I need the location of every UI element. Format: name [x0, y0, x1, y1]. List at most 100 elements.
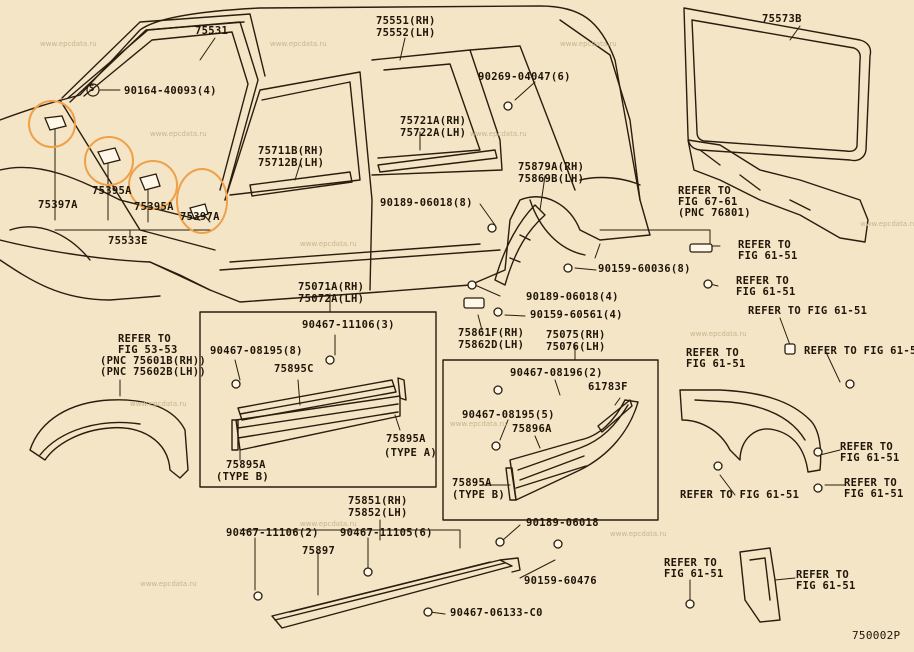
watermark: www.epcdata.ru [300, 520, 357, 528]
label-90189-06018-8: 90189-06018(8) [380, 197, 473, 209]
refer-61-51-8b: FIG 61-51 [844, 488, 904, 500]
roof-molding-75531 [61, 13, 266, 103]
label-90467-06133-c0: 90467-06133-C0 [450, 607, 543, 619]
mudguard [739, 547, 781, 623]
label-90467-08195-8: 90467-08195(8) [210, 345, 303, 357]
label-75895a-type-a: 75895A [386, 433, 426, 445]
label-90164-40093: 90164-40093(4) [124, 85, 217, 97]
label-90467-11106-3: 90467-11106(3) [302, 319, 395, 331]
rear-fender-molding-75896a [505, 399, 639, 501]
label-75895c: 75895C [274, 363, 314, 375]
watermark: www.epcdata.ru [610, 530, 667, 538]
label-type-b-left: (TYPE B) [216, 471, 269, 483]
label-75896a: 75896A [512, 423, 552, 435]
rear-fender-flare [679, 389, 822, 473]
label-75531: 75531 [195, 25, 229, 37]
label-75861f: 75861F(RH) [458, 327, 525, 339]
label-75551: 75551(RH) [376, 15, 436, 27]
refer-61-51-3: REFER TO FIG 61-51 [748, 305, 868, 317]
label-75076: 75076(LH) [546, 341, 606, 353]
watermark: www.epcdata.ru [450, 420, 507, 428]
watermark: www.epcdata.ru [130, 400, 187, 408]
watermark: www.epcdata.ru [860, 220, 914, 228]
diagram-code: 750002P [852, 629, 901, 642]
label-75895a-br: 75895A [452, 477, 492, 489]
label-75397a-left: 75397A [38, 199, 78, 211]
label-75897: 75897 [302, 545, 336, 557]
highlight-circle [28, 100, 76, 148]
refer-61-51-2a: REFER TO [736, 275, 789, 287]
refer-61-51-10b: FIG 61-51 [796, 580, 856, 592]
label-75711b: 75711B(RH) [258, 145, 325, 157]
door-molding-75895c [231, 377, 407, 451]
watermark: www.epcdata.ru [470, 130, 527, 138]
watermark: www.epcdata.ru [300, 240, 357, 248]
label-75869b: 75869B(LH) [518, 173, 585, 185]
back-door-garnish [687, 139, 869, 243]
label-75851: 75851(RH) [348, 495, 408, 507]
label-90189-06018-4: 90189-06018(4) [526, 291, 619, 303]
front-fender-flare [29, 399, 189, 479]
watermark: www.epcdata.ru [690, 330, 747, 338]
refer-61-51-1a: REFER TO [738, 239, 791, 251]
label-75712b: 75712B(LH) [258, 157, 325, 169]
box-75071a [199, 311, 437, 488]
watermark: www.epcdata.ru [40, 40, 97, 48]
refer-53-53-line3: (PNC 75601B(RH)) [100, 355, 206, 367]
refer-61-51-1b: FIG 61-51 [738, 250, 798, 262]
label-75895a-bl: 75895A [226, 459, 266, 471]
label-75552: 75552(LH) [376, 27, 436, 39]
refer-61-51-2b: FIG 61-51 [736, 286, 796, 298]
label-type-b-right: (TYPE B) [452, 489, 505, 501]
label-75573b: 75573B [762, 13, 802, 25]
label-90467-08195-5: 90467-08195(5) [462, 409, 555, 421]
label-75075: 75075(RH) [546, 329, 606, 341]
watermark: www.epcdata.ru [270, 40, 327, 48]
refer-61-51-4b: FIG 61-51 [686, 358, 746, 370]
box-75075 [442, 359, 659, 521]
label-90467-11105-6: 90467-11105(6) [340, 527, 433, 539]
label-75071a: 75071A(RH) [298, 281, 365, 293]
label-90269-04047: 90269-04047(6) [478, 71, 571, 83]
refer-61-51-7: REFER TO FIG 61-51 [680, 489, 800, 501]
highlight-circle [84, 136, 134, 186]
label-90159-60476: 90159-60476 [524, 575, 597, 587]
refer-61-51-6a: REFER TO [840, 441, 893, 453]
watermark: www.epcdata.ru [150, 130, 207, 138]
label-75395a-1: 75395A [92, 185, 132, 197]
highlight-circle [128, 160, 178, 210]
watermark: www.epcdata.ru [560, 40, 617, 48]
label-type-a: (TYPE A) [384, 447, 437, 459]
refer-61-51-4a: REFER TO [686, 347, 739, 359]
label-90159-60036: 90159-60036(8) [598, 263, 691, 275]
label-75397a-right: 75397A [180, 211, 220, 223]
label-75852: 75852(LH) [348, 507, 408, 519]
highlight-circle [176, 168, 228, 234]
refer-53-53-line4: (PNC 75602B(LH)) [100, 366, 206, 378]
refer-61-51-10a: REFER TO [796, 569, 849, 581]
refer-53-53-line2: FIG 53-53 [118, 344, 178, 356]
refer-61-51-8a: REFER TO [844, 477, 897, 489]
refer-67-61-line1: REFER TO [678, 185, 731, 197]
fender-liner-75879a [494, 204, 546, 286]
circled-s-marker [86, 83, 100, 97]
label-circled-s: S [89, 84, 95, 94]
label-61783f: 61783F [588, 381, 628, 393]
label-75721a: 75721A(RH) [400, 115, 467, 127]
label-75395a-2: 75395A [134, 201, 174, 213]
refer-53-53-line1: REFER TO [118, 333, 171, 345]
refer-61-51-9b: FIG 61-51 [664, 568, 724, 580]
refer-61-51-9a: REFER TO [664, 557, 717, 569]
label-75862d: 75862D(LH) [458, 339, 525, 351]
vehicle-body-outline [0, 5, 651, 303]
refer-67-61-line2: FIG 67-61 [678, 196, 738, 208]
label-75072a: 75072A(LH) [298, 293, 365, 305]
label-90467-11106-2: 90467-11106(2) [226, 527, 319, 539]
refer-67-61-line3: (PNC 76801) [678, 207, 751, 219]
label-75533e: 75533E [108, 235, 148, 247]
rear-glass-seal-75573b [683, 7, 872, 162]
refer-61-51-6b: FIG 61-51 [840, 452, 900, 464]
label-90467-08196: 90467-08196(2) [510, 367, 603, 379]
refer-61-51-5: REFER TO FIG 61-51 [804, 345, 914, 357]
